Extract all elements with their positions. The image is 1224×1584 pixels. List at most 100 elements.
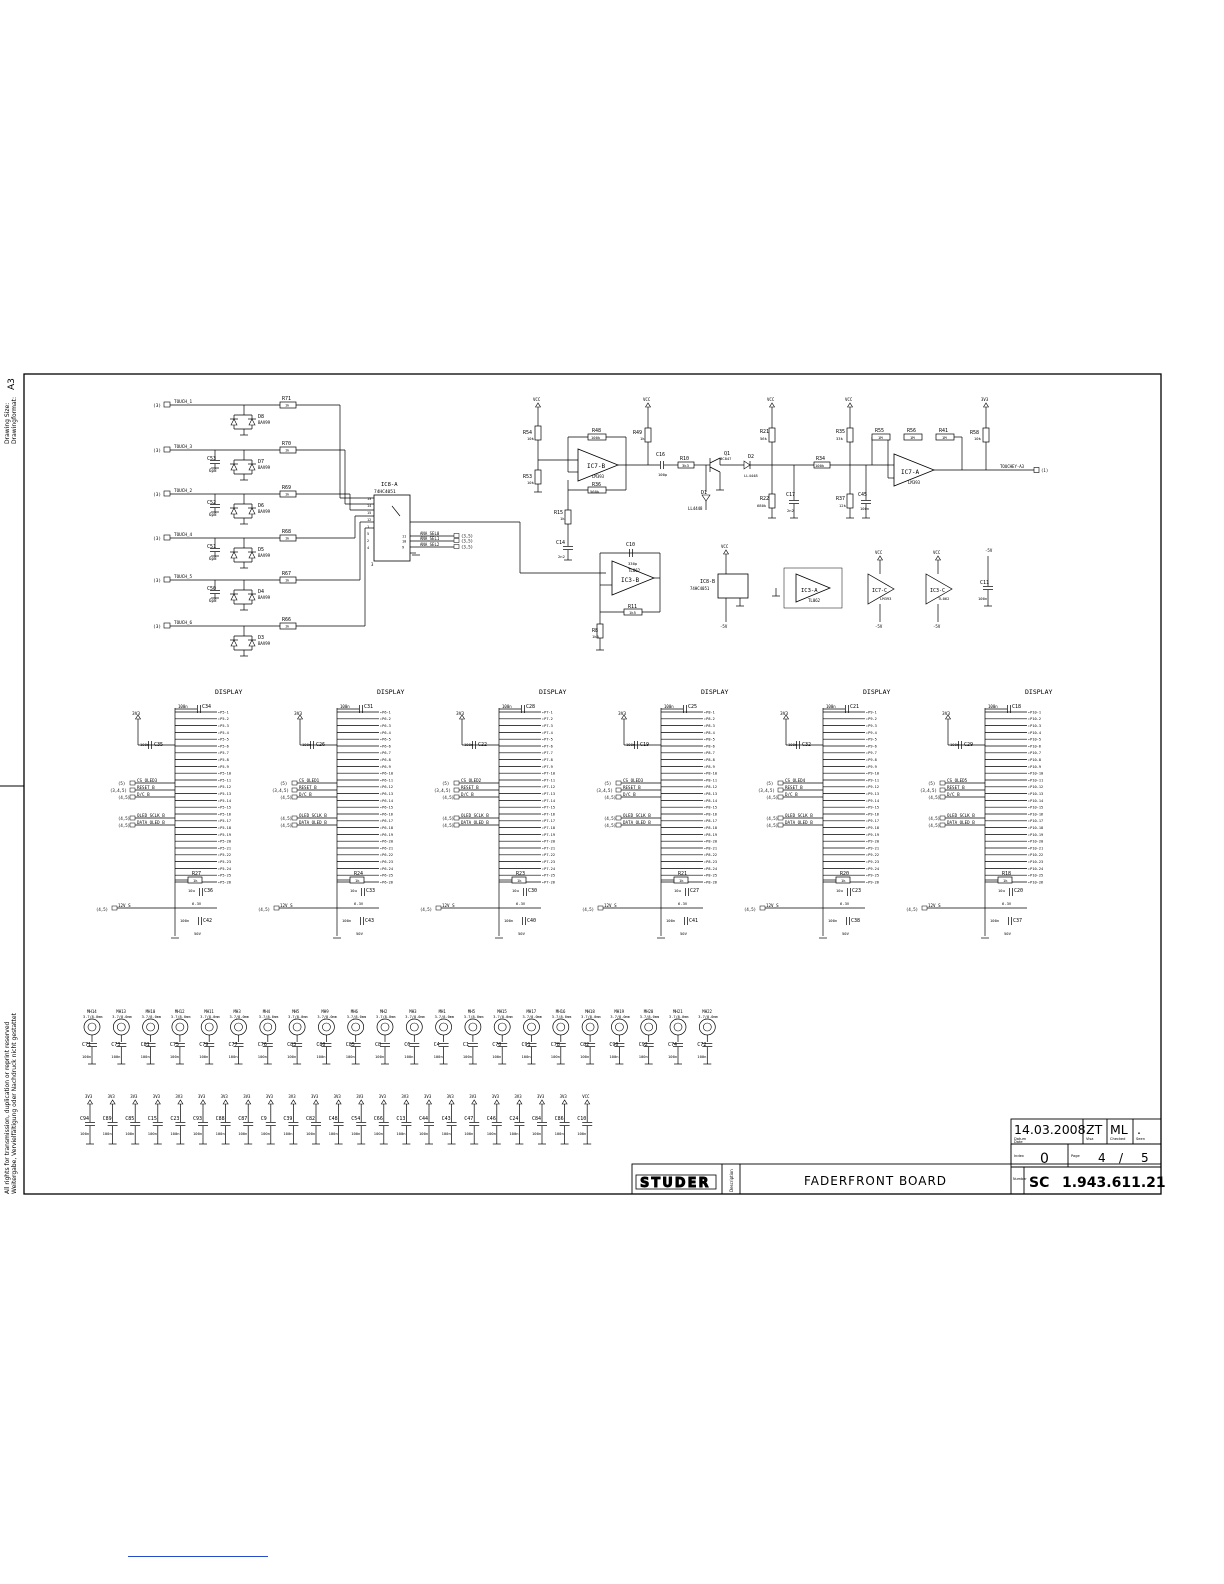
display-cap-d-value-5: 100n: [990, 918, 999, 923]
r15-value: 1k: [560, 516, 565, 521]
decoup-supply-14: 3V3: [401, 1094, 409, 1099]
mh-cap-value-4: 100n: [199, 1054, 208, 1059]
display-pin-label: ⇐P6-8: [380, 758, 391, 762]
mounting-hole-icon: [552, 1018, 570, 1036]
display-pin-label: ⇐P8-14: [704, 799, 717, 803]
display-pin-label: ⇐P6-15: [380, 806, 393, 810]
display-r-3: R21: [678, 871, 687, 877]
display-pin-label: ⇐P5-26: [218, 880, 231, 884]
display-pin-label: ⇐P7-13: [542, 792, 555, 796]
diode-symbol: [230, 593, 238, 601]
display-pin-label: ⇐P6-1: [380, 710, 391, 714]
mh-cap-value-11: 100n: [404, 1054, 413, 1059]
display-12v-port-0: (4,5): [96, 907, 108, 912]
display-ctl-connector: [453, 815, 460, 821]
mh-cap-value-9: 100n: [346, 1054, 355, 1059]
display-port-cs-1: (5): [280, 781, 287, 786]
display-ctl-reset-0: RESET_B: [137, 785, 155, 790]
r37-ref: R37: [836, 496, 845, 502]
display-r-1: R24: [354, 871, 363, 877]
display-pin-label: ⇐P6-6: [380, 744, 391, 748]
display-pin-label: ⇐P7-22: [542, 853, 555, 857]
mounting-hole-inner: [497, 1022, 507, 1032]
decoup-cap-ref-20: C84: [532, 1116, 541, 1122]
resistor-r53: [534, 469, 542, 485]
display-pin-label: ⇐P5-18: [218, 826, 231, 830]
display-supply-5: 3V3: [942, 711, 950, 717]
tb-page: 4: [1098, 1151, 1106, 1165]
mh-cap-value-7: 100n: [287, 1054, 296, 1059]
drawing-format-label: Drawingformat:: [11, 397, 18, 444]
mux-select-2: ANA_SEL2: [420, 542, 440, 547]
analog-frontend: [534, 402, 1040, 651]
display-pin-label: ⇐P9-15: [866, 806, 879, 810]
ic3c-part: TL062: [938, 596, 949, 601]
decoup-cap-value-11: 100n: [329, 1131, 338, 1136]
display-12v-connector: [435, 905, 442, 911]
display-pin-label: ⇐P9-19: [866, 833, 879, 837]
display-pin-label: ⇐P10-2: [1028, 717, 1041, 721]
r8-ref: R8: [592, 628, 598, 634]
display-pin-label: ⇐P9-8: [866, 758, 877, 762]
mh-size-20: 3.7/8.0mm: [669, 1015, 688, 1019]
display-pin-label: ⇐P10-3: [1028, 724, 1041, 728]
display-pin-label: ⇐P7-26: [542, 880, 555, 884]
tb-checked-label: Checked: [1110, 1137, 1125, 1141]
mux-ic8a: IC8-A 74HC4051 3 13141512152411ANA_SEL0(…: [367, 482, 606, 574]
decoup-cap-value-10: 100n: [306, 1131, 315, 1136]
display-pin-label: ⇐P8-19: [704, 833, 717, 837]
decoup-cap-ref-4: C23: [170, 1116, 179, 1122]
mh-ref-21: MH22: [702, 1009, 712, 1014]
display-pin-label: ⇐P6-19: [380, 833, 393, 837]
display-r-2: R23: [516, 871, 525, 877]
display-pin-label: ⇐P5-17: [218, 819, 231, 823]
display-pin-label: ⇐P9-23: [866, 860, 879, 864]
touch-connector: [163, 446, 171, 453]
mh-ref-16: MH16: [556, 1009, 566, 1014]
resistor-r58: [982, 427, 990, 443]
display-cap-d-value-3: 100n: [666, 918, 675, 923]
display-ctl-data-3: DATA_OLED_B: [623, 820, 651, 825]
ic7c-part: LM393: [880, 596, 891, 601]
mh-size-18: 3.7/8.0mm: [610, 1015, 629, 1019]
decoup-supply-4: 3V3: [175, 1094, 183, 1099]
display-pin-label: ⇐P5-22: [218, 853, 231, 857]
d2-ref: D2: [748, 454, 754, 460]
display-pin-label: ⇐P5-14: [218, 799, 231, 803]
mounting-hole-inner: [322, 1022, 331, 1032]
decoup-supply-19: 3V3: [514, 1094, 522, 1099]
decoup-supply-11: 3V3: [334, 1094, 342, 1099]
mounting-hole-inner: [615, 1022, 624, 1032]
decoup-cap-ref-14: C13: [396, 1116, 405, 1122]
mh-size-8: 3.7/8.0mm: [317, 1015, 336, 1019]
display-port-dc-2: (4,5): [442, 795, 454, 800]
touch-port-1: (3): [153, 448, 161, 454]
mounting-hole-icon: [288, 1018, 306, 1036]
r41-ref: R41: [939, 428, 948, 434]
r58-ref: R58: [970, 430, 979, 436]
display-pin-label: ⇐P5-4: [218, 731, 229, 735]
display-pin-label: ⇐P6-22: [380, 853, 393, 857]
display-port-reset-0: (3,4,5): [110, 788, 127, 793]
decoup-supply-1: 3V3: [108, 1094, 116, 1099]
mux-pin-left-3: 12: [367, 518, 371, 522]
mh-cap-ref-18: C90: [609, 1042, 618, 1048]
mounting-hole-inner: [351, 1022, 361, 1032]
display-pin-label: ⇐P6-7: [380, 751, 391, 755]
decoup-cap-ref-10: C82: [306, 1116, 315, 1122]
decoup-cap-ref-3: C15: [148, 1116, 157, 1122]
display-cap-d-value-2: 100n: [504, 918, 513, 923]
mh-ref-20: MH21: [673, 1009, 683, 1014]
display-ctl-connector: [453, 794, 460, 800]
ic7a-ref: IC7-A: [901, 469, 919, 476]
display-pin-label: ⇐P6-21: [380, 846, 393, 850]
display-pin-label: ⇐P10-1: [1028, 710, 1041, 714]
touch-out-port: (1): [1041, 468, 1048, 473]
wire: [709, 466, 721, 473]
c11-ref: C11: [980, 580, 989, 586]
mh-size-12: 3.7/8.0mm: [435, 1015, 454, 1019]
d1-ref: D1: [701, 490, 707, 496]
select-connector: [453, 538, 460, 543]
diode-symbol: [230, 639, 238, 647]
mh-size-2: 3.7/8.0mm: [142, 1015, 161, 1019]
